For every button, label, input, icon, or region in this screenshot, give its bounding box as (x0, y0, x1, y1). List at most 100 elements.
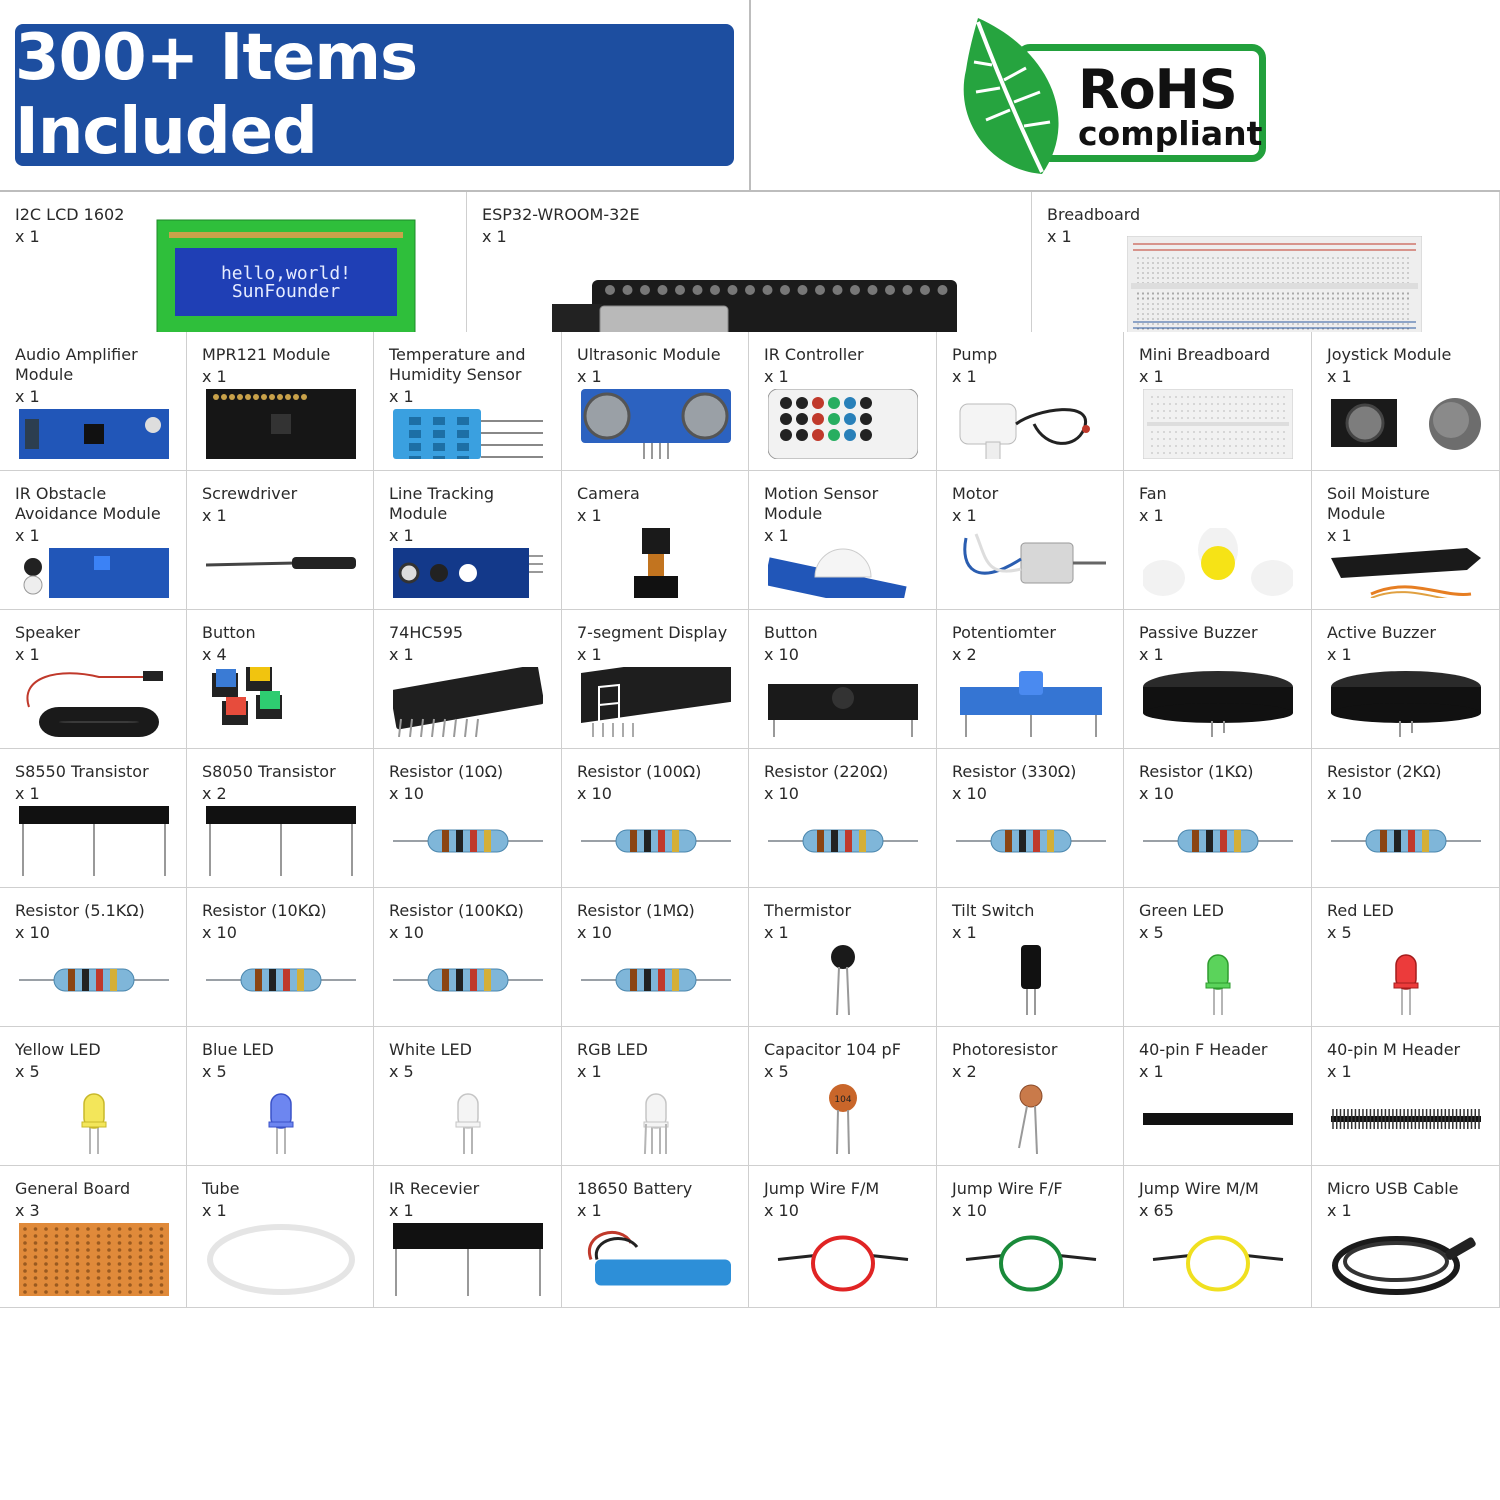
header-divider (749, 0, 751, 191)
item-quantity: x 10 (1139, 784, 1174, 803)
item-card: General Board x 3 (0, 1166, 187, 1308)
item-quantity: x 1 (952, 923, 977, 942)
item-name: Temperature and Humidity Sensor (389, 345, 526, 384)
item-name: Resistor (100KΩ) (389, 901, 524, 920)
item-name: Motion Sensor Module (764, 484, 879, 523)
item-name: IR Controller (764, 345, 864, 364)
led-blue-icon (268, 1093, 294, 1154)
item-name: Fan (1139, 484, 1167, 503)
item-card: Audio Amplifier Module x 1 (0, 332, 187, 471)
item-name: Camera (577, 484, 640, 503)
tact-button-icon: , (768, 684, 918, 737)
resistor-icon (581, 829, 731, 853)
item-quantity: x 1 (389, 1201, 414, 1220)
item-quantity: x 10 (952, 1201, 987, 1220)
item-card: Soil Moisture Module x 1 (1312, 471, 1500, 610)
usb-cable-icon (1332, 1236, 1476, 1295)
rohs-badge: RoHS compliant (960, 10, 1280, 180)
item-name: Soil Moisture Module (1327, 484, 1430, 523)
fan-icon (1143, 528, 1293, 596)
thermistor-icon (831, 945, 855, 1015)
ir-receiver-icon: ,, (393, 1223, 543, 1296)
pump-icon (959, 403, 1090, 459)
resistor-icon (393, 968, 543, 992)
item-name: Jump Wire F/M (764, 1179, 880, 1198)
item-name: Motor (952, 484, 999, 503)
item-name: Micro USB Cable (1327, 1179, 1459, 1198)
lcd-display-icon: hello,world!SunFounder (156, 219, 416, 335)
item-name: Blue LED (202, 1040, 274, 1059)
led-white-icon (455, 1093, 481, 1154)
black-module-icon (206, 389, 356, 459)
item-card: Pump x 1 (937, 332, 1124, 471)
item-quantity: x 1 (1327, 526, 1352, 545)
item-quantity: x 1 (1139, 645, 1164, 664)
item-name: IR Obstacle Avoidance Module (15, 484, 161, 523)
item-card: Resistor (1MΩ)x 10 (562, 888, 749, 1027)
svg-text:104: 104 (834, 1095, 851, 1105)
items-banner: 300+ Items Included (15, 21, 734, 169)
item-quantity: x 5 (389, 1062, 414, 1081)
item-card: Resistor (5.1KΩ)x 10 (0, 888, 187, 1027)
item-quantity: x 10 (952, 784, 987, 803)
item-quantity: x 4 (202, 645, 227, 664)
item-quantity: x 10 (389, 923, 424, 942)
item-name: General Board (15, 1179, 131, 1198)
item-quantity: x 2 (952, 1062, 977, 1081)
buzzer-icon (1143, 671, 1293, 737)
header-bottom-line (0, 190, 1500, 192)
banner-title: 300+ Items Included (15, 21, 418, 169)
item-quantity: x 10 (577, 784, 612, 803)
item-quantity: x 1 (15, 387, 40, 406)
item-name: Pump (952, 345, 998, 364)
wire-yellow-icon (1152, 1235, 1284, 1292)
item-card: Resistor (330Ω) x 10 (937, 749, 1124, 888)
screwdriver-icon (206, 557, 356, 569)
resistor-icon (768, 829, 918, 853)
rohs-frame (1016, 44, 1266, 162)
item-quantity: x 1 (577, 1062, 602, 1081)
item-quantity: x 1 (764, 526, 789, 545)
item-quantity: x 1 (764, 923, 789, 942)
item-name: I2C LCD 1602 (15, 205, 125, 224)
item-name: Active Buzzer (1327, 623, 1436, 642)
potentiometer-icon: ,, (960, 671, 1102, 737)
item-name: Audio Amplifier Module (15, 345, 138, 384)
resistor-icon (206, 968, 356, 992)
item-quantity: x 1 (952, 367, 977, 386)
item-name: 74HC595 (389, 623, 464, 642)
item-quantity: x 3 (15, 1201, 40, 1220)
item-quantity: x 1 (764, 367, 789, 386)
item-name: Yellow LED (15, 1040, 101, 1059)
camera-icon (634, 528, 678, 598)
header: 300+ Items Included RoHS compliant (0, 0, 1500, 192)
item-quantity: x 2 (952, 645, 977, 664)
tube-icon (207, 1224, 355, 1295)
item-quantity: x 10 (1327, 784, 1362, 803)
led-green-icon (1205, 954, 1231, 1015)
item-name: Line Tracking Module (389, 484, 495, 523)
joystick-icon (1331, 398, 1481, 450)
item-card: Resistor (10KΩ)x 10 (187, 888, 374, 1027)
item-quantity: x 1 (577, 645, 602, 664)
item-name: 7-segment Display (577, 623, 728, 642)
item-quantity: x 1 (1327, 1201, 1352, 1220)
resistor-icon (581, 968, 731, 992)
item-quantity: x 1 (202, 506, 227, 525)
item-name: Resistor (330Ω) (952, 762, 1077, 781)
wire-green-icon (965, 1235, 1097, 1292)
